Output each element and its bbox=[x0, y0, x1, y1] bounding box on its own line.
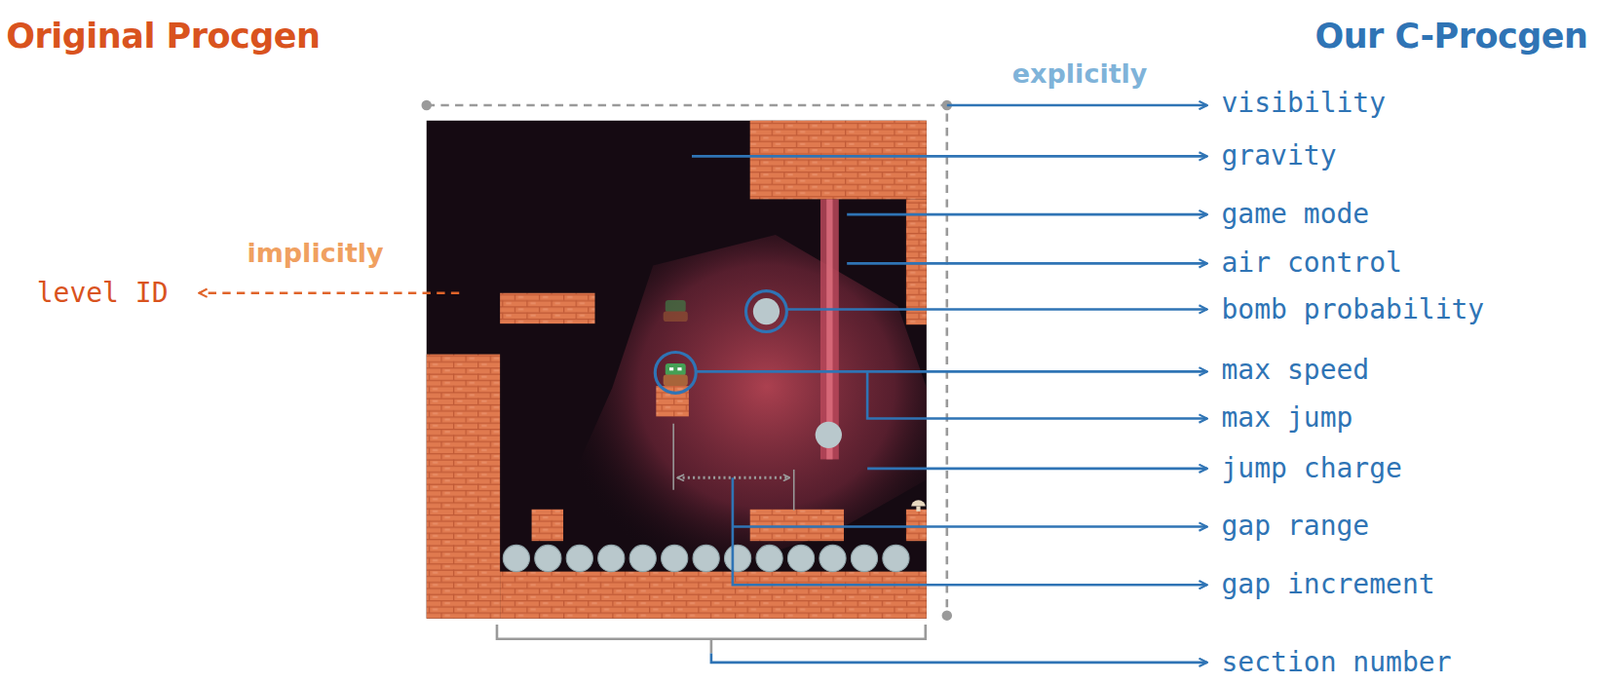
bomb bbox=[534, 544, 562, 572]
bomb bbox=[661, 544, 688, 572]
parameter-name: section number bbox=[1220, 648, 1451, 677]
parameter-name: gap range bbox=[1220, 512, 1370, 540]
annotation: implicitly bbox=[246, 239, 383, 267]
bomb bbox=[882, 544, 910, 572]
bomb bbox=[724, 544, 752, 572]
parameter-name: air control bbox=[1220, 249, 1402, 277]
bomb bbox=[692, 544, 720, 572]
parameter-name: max jump bbox=[1220, 404, 1353, 432]
parameter-name: gap increment bbox=[1220, 571, 1435, 599]
panel-title: Original Procgen bbox=[5, 19, 320, 54]
parameter-name: max speed bbox=[1220, 356, 1370, 384]
bomb bbox=[819, 544, 846, 572]
bomb bbox=[629, 544, 656, 572]
bomb bbox=[598, 544, 625, 572]
parameter-name: jump charge bbox=[1220, 455, 1402, 483]
annotation: explicitly bbox=[1012, 60, 1148, 87]
parameter-name: gravity bbox=[1220, 142, 1336, 170]
panel-title: Our C-Procgen bbox=[1314, 19, 1588, 54]
bomb bbox=[787, 544, 814, 572]
bomb bbox=[502, 544, 530, 572]
parameter-name: game mode bbox=[1220, 200, 1370, 229]
bomb bbox=[756, 544, 783, 572]
parameter-name: bomb probability bbox=[1220, 296, 1485, 324]
parameter-name: visibility bbox=[1220, 89, 1386, 117]
parameter-name: level ID bbox=[37, 279, 169, 307]
bomb bbox=[850, 544, 877, 572]
bomb bbox=[566, 544, 593, 572]
